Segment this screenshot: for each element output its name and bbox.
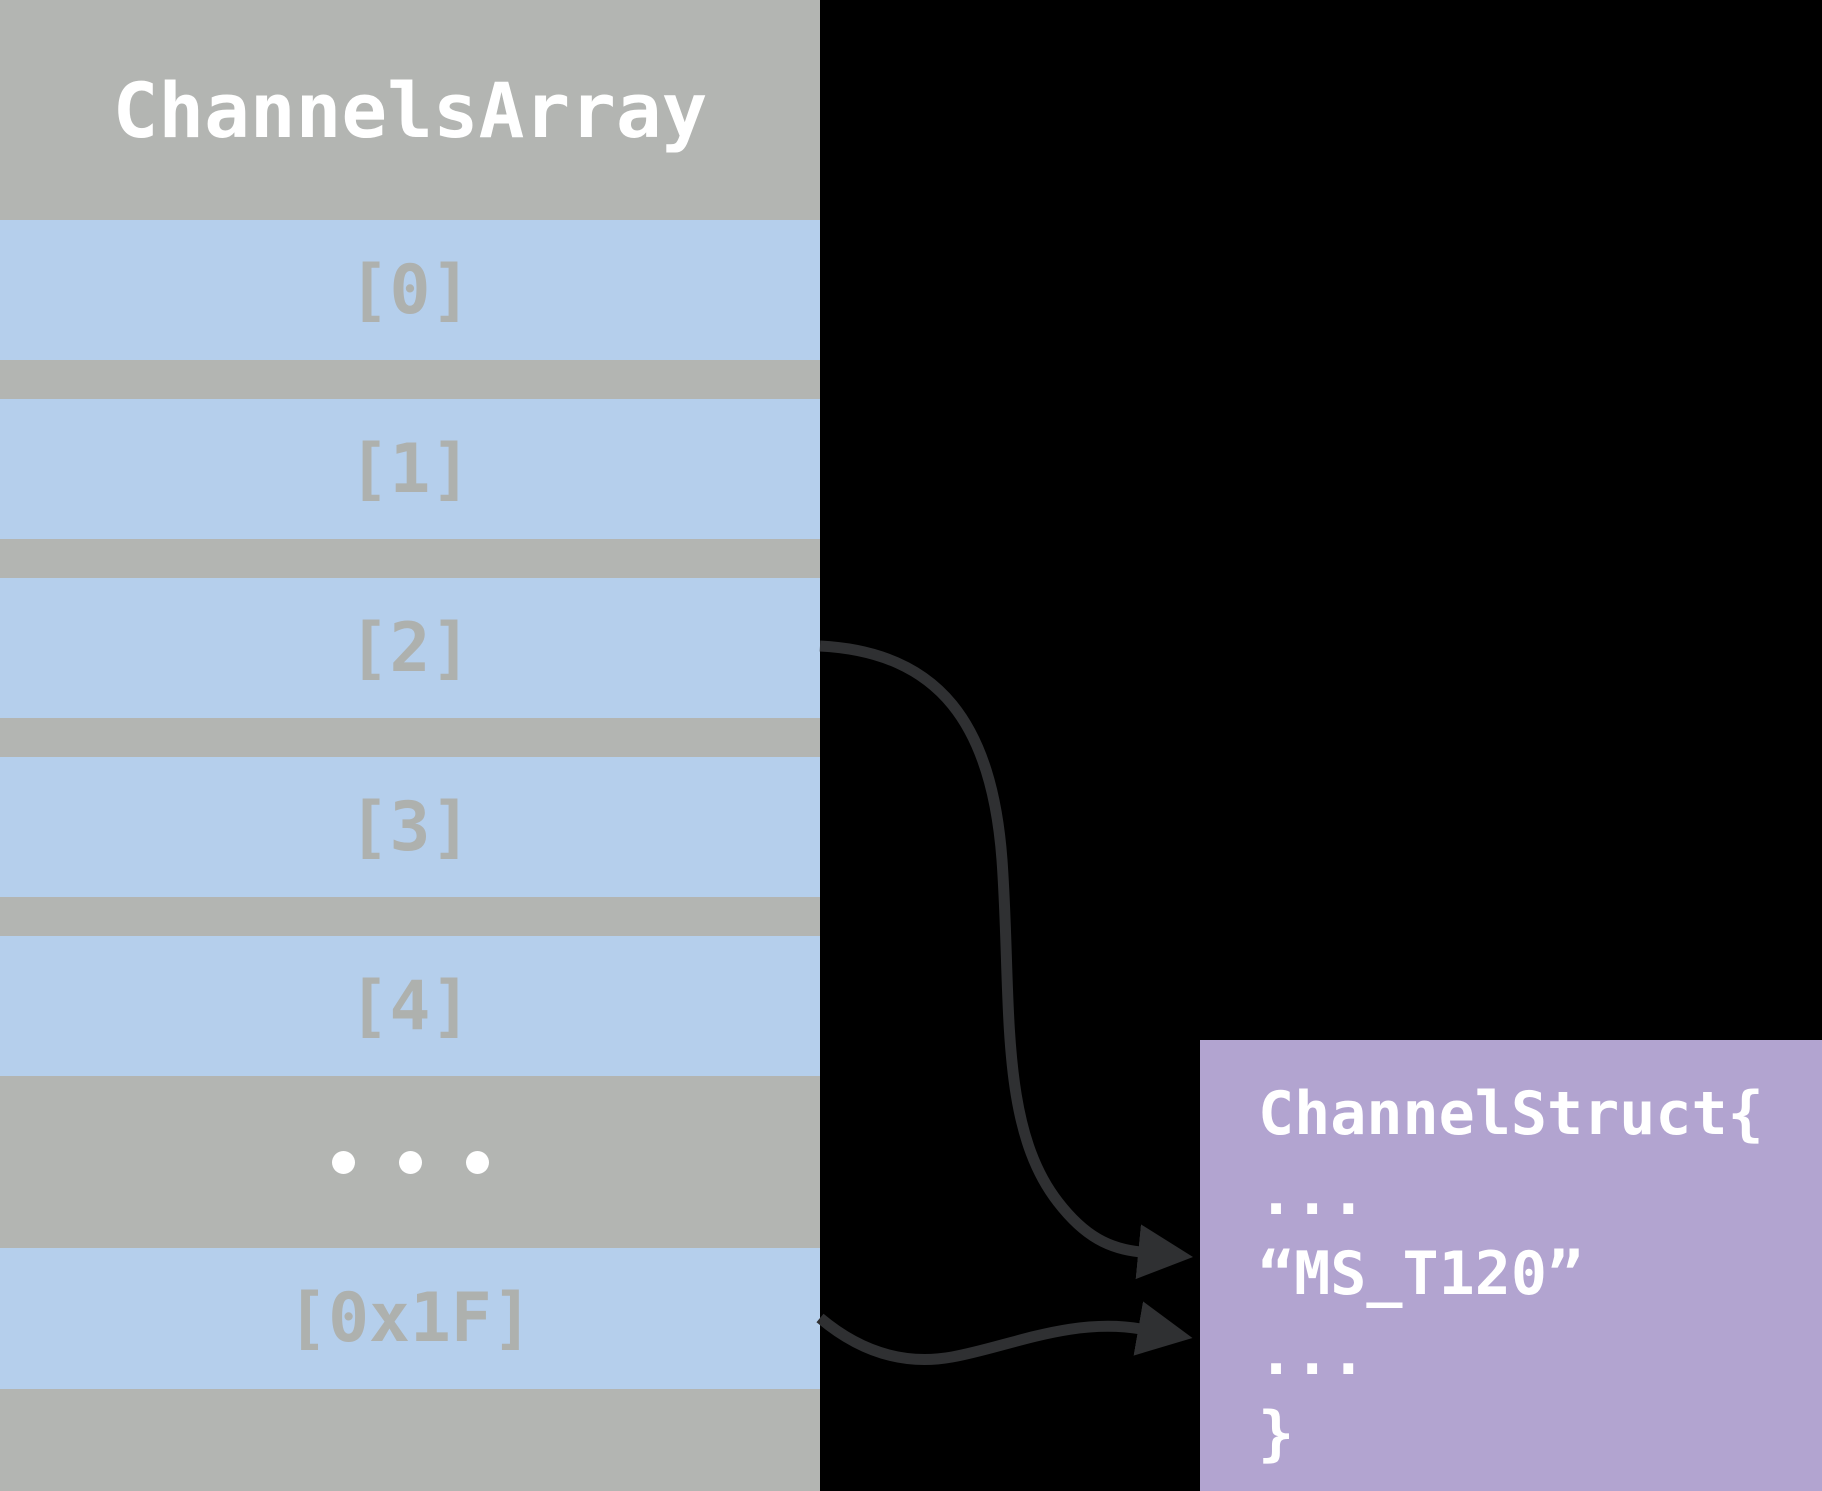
array-ellipsis <box>0 1076 820 1248</box>
array-slot-0x1F: [0x1F] <box>0 1248 820 1389</box>
ellipsis-dot <box>465 1150 489 1174</box>
struct-line-close: } <box>1258 1399 1295 1469</box>
arrow-slot2-to-struct <box>819 640 1194 1280</box>
struct-line-open: ChannelStruct{ <box>1258 1079 1764 1149</box>
ellipsis-dot <box>331 1150 355 1174</box>
array-title: ChannelsArray <box>112 65 708 155</box>
array-slot-2: [2] <box>0 578 820 718</box>
array-slot-3: [3] <box>0 757 820 897</box>
struct-line-ms-t120: “MS_T120” <box>1258 1239 1584 1309</box>
struct-line-ellipsis-2: ... <box>1258 1319 1367 1389</box>
array-slot-1: [1] <box>0 399 820 539</box>
channel-struct-box: ChannelStruct{ ... “MS_T120” ... } <box>1200 1040 1822 1491</box>
channels-array-column: ChannelsArray [0] [1] [2] [3] [4] [0x1F] <box>0 0 820 1491</box>
ellipsis-dot <box>398 1150 422 1174</box>
struct-line-ellipsis-1: ... <box>1258 1159 1367 1229</box>
array-slot-0: [0] <box>0 220 820 360</box>
arrow-slot0x1f-to-struct <box>816 1301 1193 1365</box>
array-slot-4: [4] <box>0 936 820 1076</box>
